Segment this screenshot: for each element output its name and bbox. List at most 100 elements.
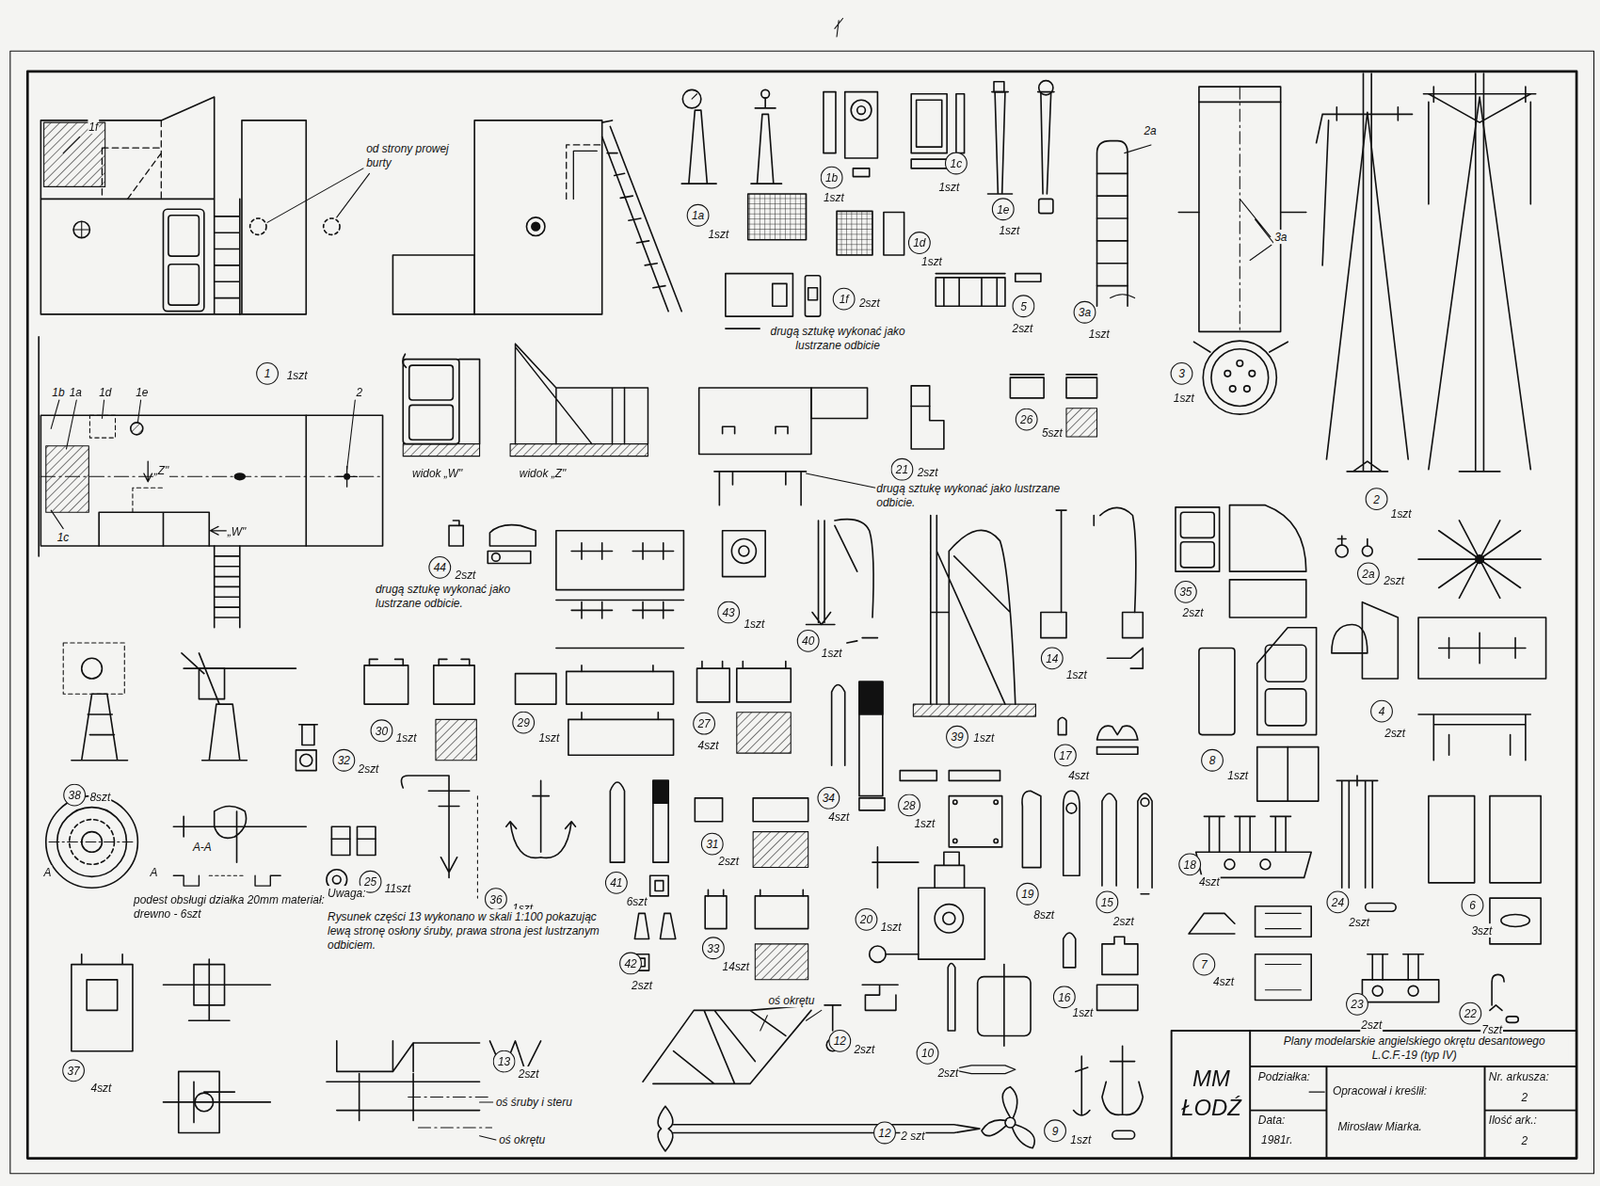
callout-circle: 1d (908, 231, 931, 255)
quantity-label: 8szt (88, 789, 112, 805)
part-label: A (148, 864, 159, 880)
quantity-label: 2szt (1182, 605, 1205, 621)
callout-number: 21 (896, 464, 909, 476)
callout-number: 2a (1361, 567, 1375, 579)
callout-number: 18 (1184, 858, 1197, 870)
callout-circle: 1b (820, 166, 844, 190)
callout-number: 22 (1464, 1008, 1477, 1020)
callout-number: 1a (691, 209, 704, 222)
title-block-text: 2 (1520, 1133, 1529, 1149)
quantity-label: 1szt (822, 189, 846, 205)
part-label: 1e (134, 384, 149, 400)
callout-circle: 3a (1073, 301, 1097, 324)
quantity-label: 2szt (916, 464, 940, 480)
quantity-label: 11szt (384, 880, 413, 896)
title-block-text: Data: (1257, 1112, 1287, 1128)
anchor-and-boom (326, 775, 576, 898)
quantity-label: 2szt (630, 976, 654, 992)
callout-circle: 23 (1345, 992, 1369, 1016)
screw-guard (326, 1009, 822, 1140)
quantity-label: 2szt (1382, 573, 1406, 589)
callout-number: 44 (433, 561, 447, 574)
part-label: 3a (1273, 229, 1288, 245)
callout-circle: 7 (1192, 953, 1216, 976)
callout-circle: 35 (1174, 580, 1198, 604)
callout-number: 37 (66, 1064, 80, 1076)
callout-circle: 31 (701, 832, 724, 856)
quantity-label: 4szt (1212, 974, 1235, 990)
callout-number: 6 (1469, 899, 1476, 912)
callout-circle: 1f (832, 288, 856, 311)
callout-number: 12 (833, 1035, 847, 1047)
callout-number: 42 (624, 958, 637, 970)
quantity-label: 4szt (1198, 874, 1221, 890)
quantity-label: 2szt (1383, 725, 1407, 741)
callout-number: 1d (912, 237, 926, 249)
part-label: oś śruby i steru (495, 1094, 574, 1110)
note-text: Rysunek części 13 wykonano w skali 1:100… (326, 909, 615, 954)
title-block-text: MM ŁODŹ (1179, 1064, 1243, 1123)
callout-number: 36 (489, 893, 502, 905)
quantity-label: 4szt (827, 809, 850, 825)
callout-number: 30 (375, 724, 388, 736)
quantity-label: 1szt (880, 919, 903, 935)
callout-number: 20 (860, 913, 873, 926)
quantity-label: 1szt (1071, 1005, 1094, 1021)
quantity-label: 1szt (742, 616, 766, 632)
callout-number: 3 (1178, 368, 1185, 380)
callout-circle: 15 (1095, 891, 1119, 914)
callout-number: 13 (497, 1056, 511, 1068)
callout-number: 23 (1350, 998, 1363, 1010)
part-label: widok „Z" (518, 465, 567, 481)
callout-circle: 32 (332, 749, 355, 772)
callout-number: 29 (517, 717, 530, 729)
callout-circle: 2 (1365, 487, 1389, 511)
callout-circle: 12 (873, 1121, 896, 1145)
callout-number: 35 (1179, 586, 1192, 598)
part-label: „Z" (153, 463, 171, 479)
callout-circle: 8 (1200, 749, 1224, 772)
callout-circle: 34 (816, 786, 840, 810)
quantity-label: 1szt (1065, 667, 1088, 683)
callout-circle: 5 (1012, 294, 1036, 318)
callout-circle: 18 (1178, 852, 1201, 876)
callout-circle: 10 (916, 1041, 940, 1065)
quantity-label: 3szt (1470, 923, 1493, 939)
callout-circle: 26 (1015, 408, 1039, 432)
callout-number: 34 (822, 792, 835, 804)
callout-circle: 1c (944, 152, 968, 176)
quantity-label: 2 szt (899, 1128, 926, 1144)
callout-number: 28 (902, 799, 915, 811)
callout-circle: 38 (63, 784, 86, 807)
callout-number: 27 (697, 718, 710, 730)
callout-circle: 1e (992, 197, 1015, 221)
part-label: 2a (1142, 123, 1157, 139)
callout-circle: 21 (891, 458, 914, 481)
ladder-and-funnel (1097, 86, 1307, 415)
part-label: „W" (226, 524, 248, 540)
callout-circle: 19 (1016, 882, 1040, 906)
callout-number: 26 (1020, 414, 1033, 426)
callout-circle: 12 (828, 1029, 851, 1053)
callout-number: 41 (609, 877, 623, 889)
deckhouse-side-view (40, 96, 369, 315)
quantity-label: 2szt (1010, 320, 1034, 336)
quantity-label: 1szt (972, 730, 995, 746)
quantity-label: 1szt (706, 226, 730, 242)
callout-number: 39 (950, 731, 963, 743)
quantity-label: 1szt (1172, 390, 1196, 406)
quantity-label: 1szt (1069, 1132, 1092, 1148)
callout-number: 9 (1052, 1124, 1059, 1136)
callout-number: 2 (1373, 493, 1380, 505)
callout-circle: 22 (1458, 1002, 1482, 1025)
quantity-label: 1szt (537, 730, 560, 746)
title-block-text: Mirosław Miarka. (1336, 1119, 1424, 1135)
callout-circle: 1a (687, 204, 710, 227)
part-label: 1c (56, 529, 71, 545)
part-label: 1b (50, 384, 65, 400)
callout-number: 40 (801, 635, 815, 647)
quantity-label: 5szt (1040, 425, 1064, 441)
quantity-label: 1szt (286, 368, 309, 384)
callout-circle: 9 (1043, 1119, 1067, 1142)
